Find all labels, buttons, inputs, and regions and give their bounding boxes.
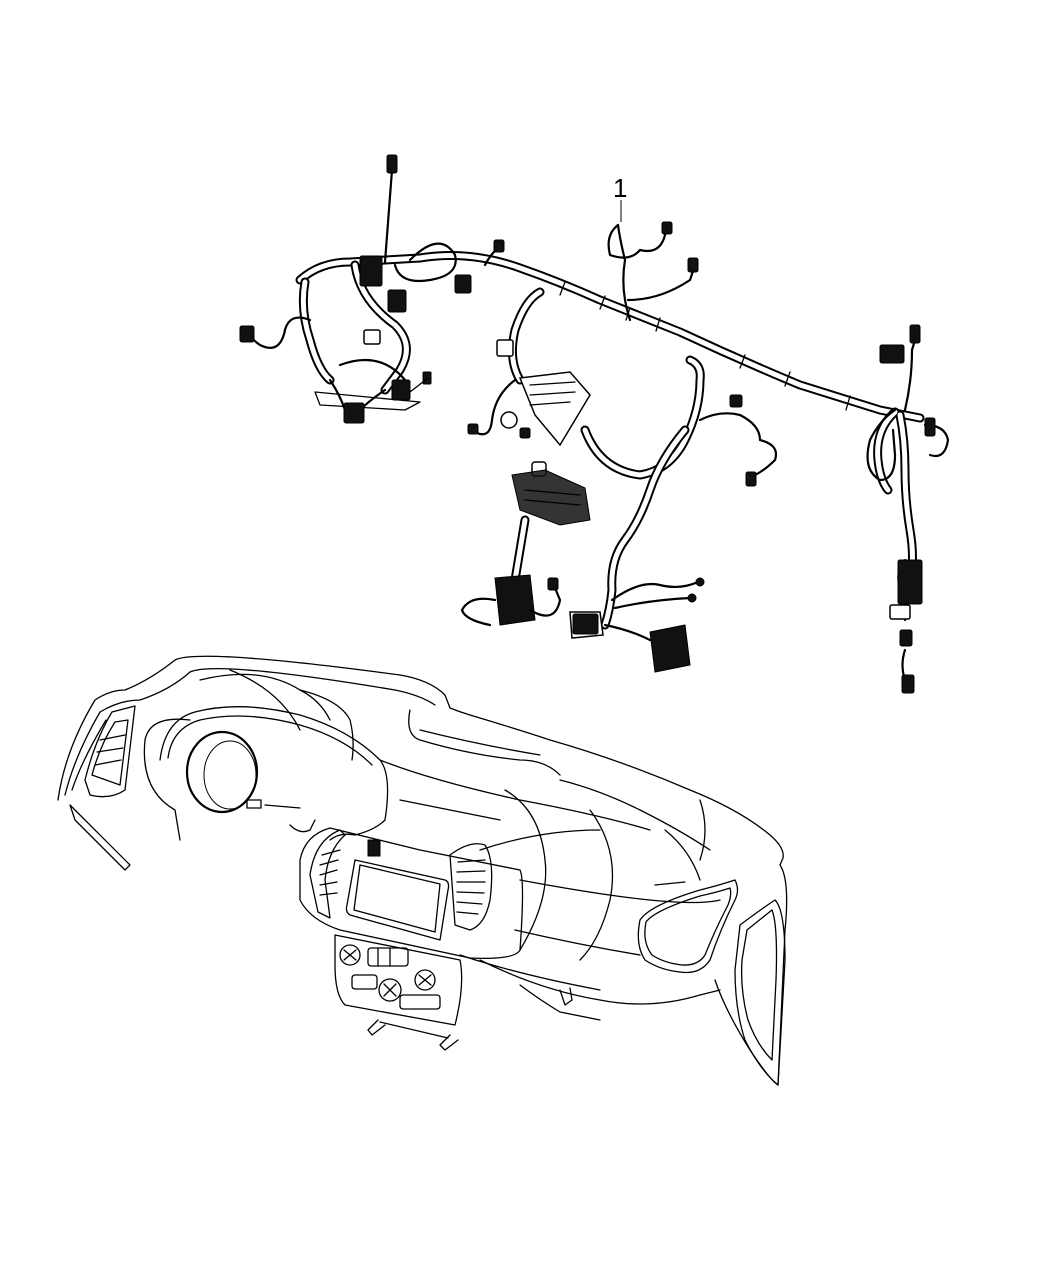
wiring-harness — [239, 154, 950, 694]
callout-1-label: 1 — [613, 173, 628, 203]
instrument-panel — [57, 655, 788, 1086]
